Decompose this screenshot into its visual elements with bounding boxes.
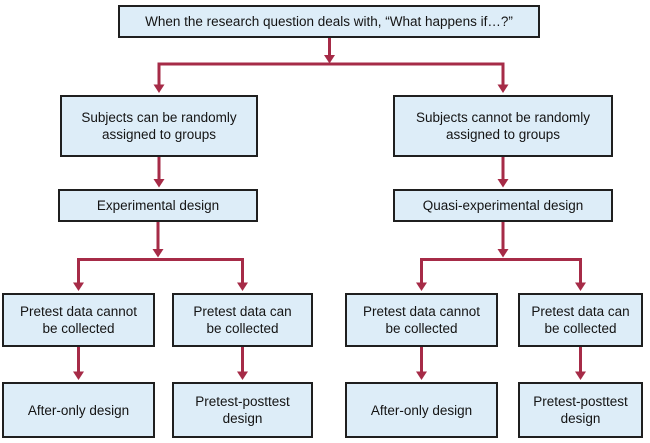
node-subjects-no-random-assignment: Subjects cannot be randomly assigned to … — [393, 95, 613, 157]
arrow-left-design-to-pretest-split — [73, 222, 248, 291]
node-left-pretest-posttest-design: Pretest-posttest design — [172, 382, 313, 438]
node-subjects-random-assignment: Subjects can be randomly assigned to gro… — [60, 95, 258, 157]
node-right-pretest-can-be-collected: Pretest data can be collected — [518, 293, 643, 347]
arrow-right-design-to-pretest-split — [416, 222, 586, 291]
node-right-pretest-cannot-be-collected: Pretest data cannot be collected — [345, 293, 498, 347]
node-right-pretest-posttest-design: Pretest-posttest design — [518, 382, 643, 438]
arrow-left-pretest-cannot-to-outcome — [73, 347, 84, 380]
arrow-right-pretest-cannot-to-outcome — [416, 347, 427, 380]
arrow-right-pretest-can-to-outcome — [575, 347, 586, 380]
node-quasi-experimental-design: Quasi-experimental design — [393, 189, 613, 222]
arrow-root-to-branches — [153, 38, 509, 93]
arrow-right-condition-to-design — [497, 157, 509, 188]
node-research-question: When the research question deals with, “… — [118, 5, 540, 38]
node-left-pretest-cannot-be-collected: Pretest data cannot be collected — [2, 293, 155, 347]
node-left-after-only-design: After-only design — [2, 382, 155, 438]
arrow-left-pretest-can-to-outcome — [237, 347, 248, 380]
arrow-left-condition-to-design — [153, 157, 165, 188]
node-experimental-design: Experimental design — [58, 189, 258, 222]
node-left-pretest-can-be-collected: Pretest data can be collected — [172, 293, 313, 347]
node-right-after-only-design: After-only design — [345, 382, 498, 438]
